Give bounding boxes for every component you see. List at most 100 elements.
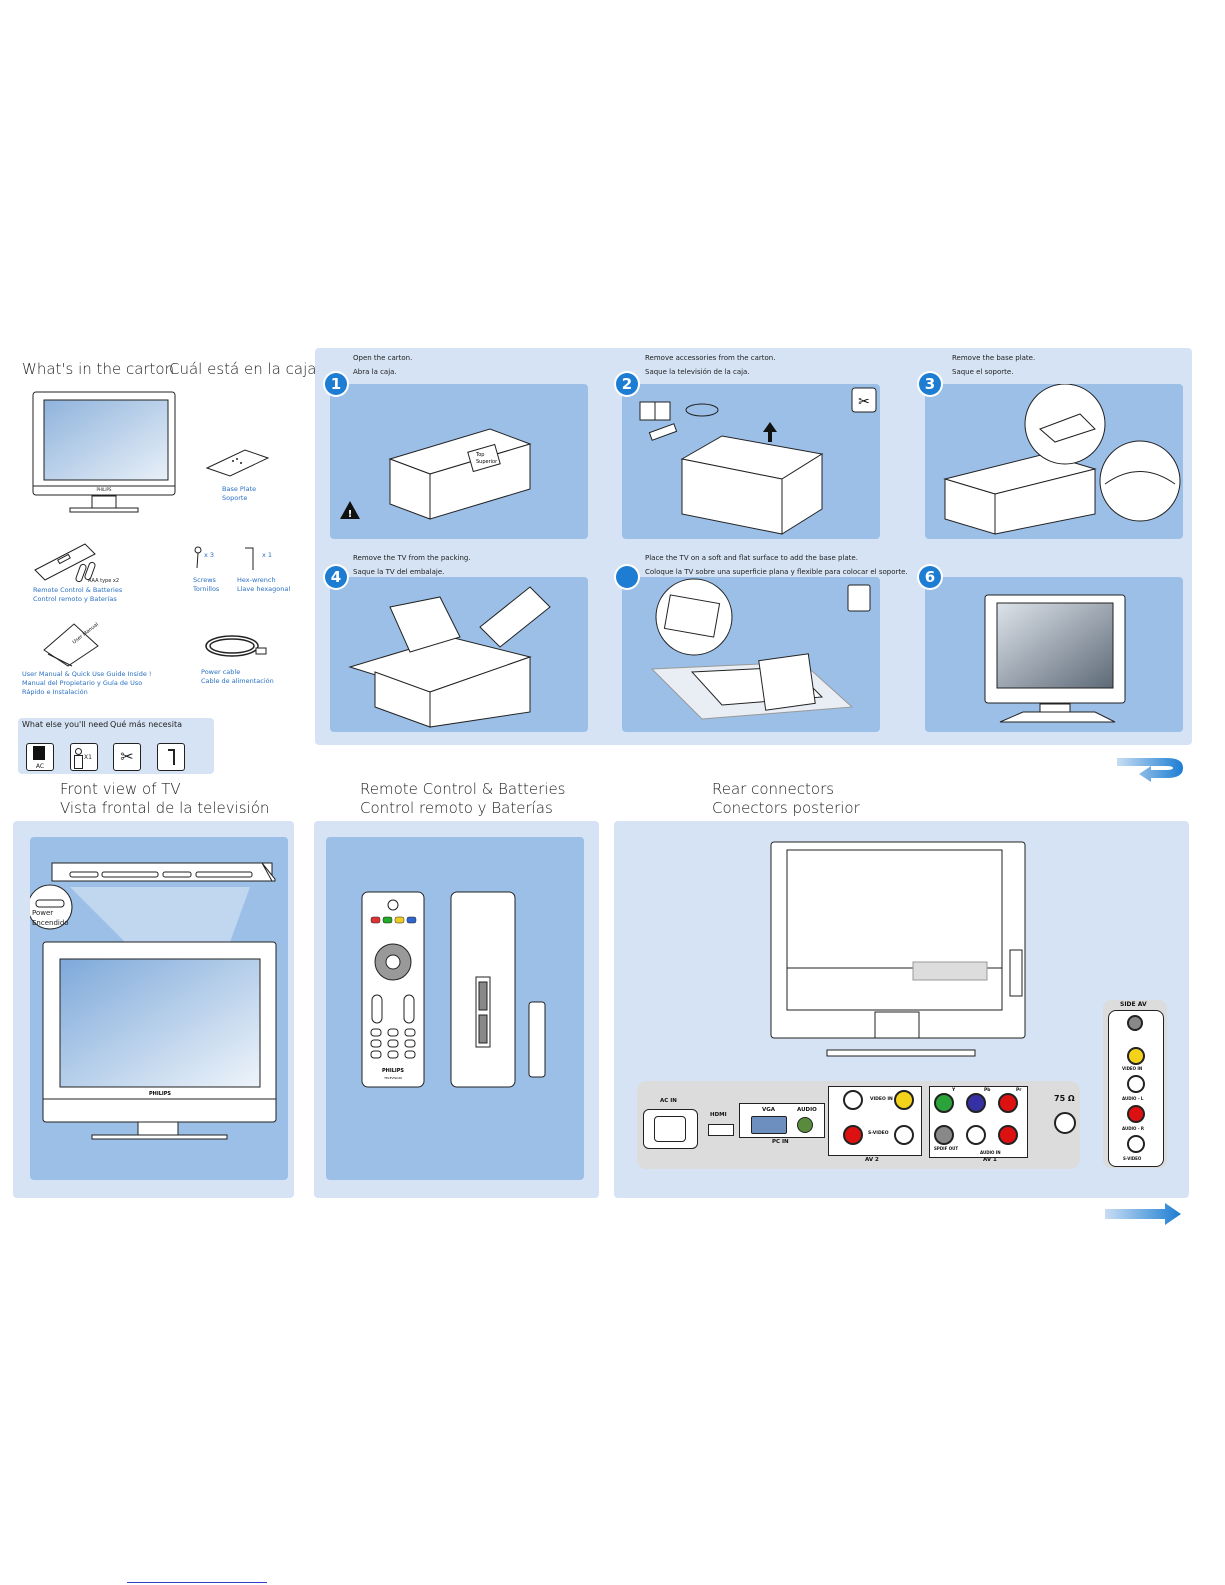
audio-label: AUDIO <box>797 1107 817 1113</box>
av1-audio-in-label: AUDIO IN <box>980 1150 1001 1155</box>
step-2-number: 2 <box>616 373 638 395</box>
hex-wrench-need-icon <box>157 743 185 771</box>
side-audio-l-jack <box>1127 1075 1145 1093</box>
svg-text:TELEVISION: TELEVISION <box>383 1076 402 1080</box>
next-page-arrow-icon[interactable] <box>1103 1202 1183 1226</box>
power-cable-illustration <box>205 635 267 657</box>
vga-port <box>751 1116 787 1134</box>
hex-wrench-icon <box>245 547 254 570</box>
pc-audio-jack <box>797 1117 813 1133</box>
person-icon: X1 <box>70 743 98 771</box>
hdmi-port <box>708 1124 734 1136</box>
av1-audio-l-jack <box>966 1125 986 1145</box>
step-2-text: Remove accessories from the carton.Saque… <box>645 354 776 376</box>
pb-label: Pb <box>984 1088 991 1093</box>
av1-pr-jack <box>998 1093 1018 1113</box>
side-svideo-label: S-VIDEO <box>1123 1156 1142 1161</box>
carton-title-es: Cuál está en la caja <box>169 360 317 378</box>
battery-cover <box>528 1001 546 1078</box>
bottom-link-line <box>127 1582 267 1583</box>
step-5-number <box>616 566 638 588</box>
av2-svideo-label: S-VIDEO <box>868 1131 889 1136</box>
ac-in-label: AC IN <box>660 1098 677 1104</box>
svg-text:Superior: Superior <box>476 459 498 465</box>
spdif-jack <box>934 1125 954 1145</box>
av1-audio-r-jack <box>998 1125 1018 1145</box>
av2-audio-r-jack <box>843 1125 863 1145</box>
spdif-label: SPDIF OUT <box>934 1146 959 1151</box>
svg-text:✂: ✂ <box>858 394 870 410</box>
side-svideo-jack <box>1127 1135 1145 1153</box>
step-1-box: Top Superior ! <box>330 384 588 539</box>
step-5-text: Place the TV on a soft and flat surface … <box>645 554 908 576</box>
side-video-jack <box>1127 1047 1145 1065</box>
y-label: Y <box>952 1088 956 1093</box>
side-audio-l-label: AUDIO - L <box>1122 1096 1144 1101</box>
user-manual-illustration: User Manual <box>43 622 100 667</box>
side-video-label: VIDEO IN <box>1122 1066 1143 1071</box>
antenna-jack <box>1054 1112 1076 1134</box>
what-else-title-es: Qué más necesita <box>110 720 182 729</box>
step-6-box <box>925 577 1183 732</box>
av1-y-jack <box>934 1093 954 1113</box>
pc-in-label: PC IN <box>772 1139 789 1145</box>
av2-video-label: VIDEO IN <box>870 1097 893 1102</box>
screw-icon <box>194 546 202 569</box>
step-1-text: Open the carton.Abra la caja. <box>353 354 413 376</box>
av1-pb-jack <box>966 1093 986 1113</box>
wrench-qty: x 1 <box>262 551 273 559</box>
av2-svideo-jack <box>894 1125 914 1145</box>
base-plate-illustration <box>205 449 270 477</box>
antenna-label: 75 Ω <box>1054 1094 1075 1103</box>
step-5-box <box>622 577 880 732</box>
screws-qty: x 3 <box>204 551 215 559</box>
step-3-box <box>925 383 1183 539</box>
front-box: PHILIPS <box>27 837 288 1180</box>
turn-page-arrow-icon[interactable] <box>1115 752 1185 782</box>
tv-rear-illustration <box>770 841 1026 1057</box>
step-2-box: ✂ <box>622 384 880 539</box>
step-1-number: 1 <box>325 373 347 395</box>
remote-box: PHILIPS TELEVISION <box>326 837 584 1180</box>
svg-text:PHILIPS: PHILIPS <box>97 487 112 492</box>
av1-label: AV 1 <box>983 1157 997 1163</box>
ac-outlet-icon: AC <box>26 743 54 771</box>
step-6-number: 6 <box>919 566 941 588</box>
av2-label: AV 2 <box>865 1157 879 1163</box>
side-audio-r-label: AUDIO - R <box>1122 1126 1144 1131</box>
hdmi-label: HDMI <box>710 1112 727 1118</box>
svg-text:PHILIPS: PHILIPS <box>149 1091 171 1097</box>
svg-text:Top: Top <box>475 452 484 458</box>
scissors-icon: ✂ <box>113 743 141 771</box>
step-3-number: 3 <box>919 373 941 395</box>
remote-batteries-illustration <box>34 543 96 583</box>
step-3-text: Remove the base plate.Saque el soporte. <box>952 354 1036 376</box>
step-4-number: 4 <box>325 566 347 588</box>
battery-note: AAA type x2 <box>88 578 120 584</box>
vga-label: VGA <box>762 1107 776 1113</box>
pr-label: Pr <box>1016 1088 1022 1093</box>
carton-title-en: What's in the carton <box>22 360 175 378</box>
svg-text:PHILIPS: PHILIPS <box>382 1068 404 1074</box>
av2-video-jack <box>894 1090 914 1110</box>
side-av-label: SIDE AV <box>1120 1001 1147 1008</box>
svg-text:!: ! <box>348 509 353 520</box>
side-audio-r-jack <box>1127 1105 1145 1123</box>
step-4-text: Remove the TV from the packing.Saque la … <box>353 554 471 576</box>
step-4-box <box>330 577 588 732</box>
manual-label: User Manual & Quick Use Guide Inside !Ma… <box>22 670 152 696</box>
tv-illustration: PHILIPS <box>32 391 176 513</box>
headphone-jack <box>1127 1015 1143 1031</box>
what-else-title-en: What else you'll need <box>22 720 109 729</box>
remote-front <box>361 891 425 1088</box>
av2-audio-l-jack <box>843 1090 863 1110</box>
